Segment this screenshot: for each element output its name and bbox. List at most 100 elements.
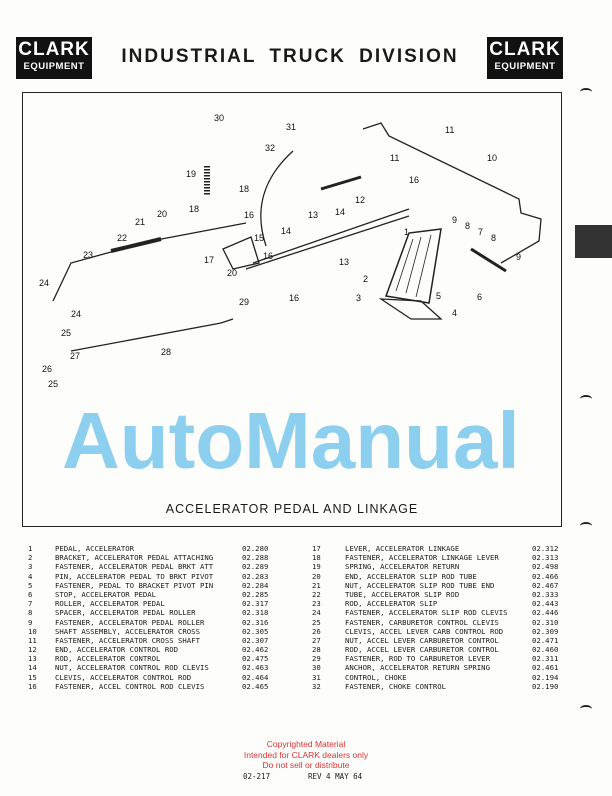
part-description: CONTROL, CHOKE (345, 672, 407, 682)
part-code: 02.465 (242, 681, 269, 691)
part-description: BRACKET, ACCELERATOR PEDAL ATTACHING (55, 553, 214, 563)
part-description: LEVER, ACCELERATOR LINKAGE (345, 544, 460, 553)
part-code: 02.311 (532, 654, 559, 664)
part-description: FASTENER, ACCELERATOR SLIP ROD CLEVIS (345, 608, 508, 618)
callout-label: 31 (286, 122, 296, 132)
part-description: NUT, ACCELERATOR SLIP ROD TUBE END (345, 580, 495, 590)
callout-label: 2 (363, 274, 368, 284)
callout-label: 13 (339, 257, 349, 267)
part-number: 7 (28, 599, 33, 609)
callout-label: 23 (83, 250, 93, 260)
callout-label: 29 (239, 297, 249, 307)
callout-label: 5 (436, 291, 441, 301)
part-description: STOP, ACCELERATOR PEDAL (55, 589, 157, 599)
callout-label: 16 (289, 293, 299, 303)
callout-label: 11 (390, 153, 399, 163)
part-number: 2 (28, 553, 33, 563)
callout-label: 10 (487, 153, 497, 163)
part-description: FASTENER, CHOKE CONTROL (345, 681, 447, 691)
part-description: END, ACCELERATOR CONTROL ROD (55, 645, 179, 655)
part-code: 02.443 (532, 599, 559, 609)
part-description: SPRING, ACCELERATOR RETURN (345, 562, 460, 572)
part-number: 23 (312, 599, 321, 609)
figure-caption: ACCELERATOR PEDAL AND LINKAGE (165, 502, 419, 516)
part-code: 02.285 (242, 589, 269, 599)
part-description: FASTENER, CARBURETOR CONTROL CLEVIS (345, 617, 499, 627)
part-number: 26 (312, 626, 321, 636)
part-description: END, ACCELERATOR SLIP ROD TUBE (345, 571, 477, 581)
callout-label: 18 (189, 204, 199, 214)
part-number: 27 (312, 635, 321, 645)
part-description: SPACER, ACCELERATOR PEDAL ROLLER (55, 608, 196, 618)
slip-tube (110, 237, 162, 253)
part-description: FASTENER, ACCEL CONTROL ROD CLEVIS (55, 681, 205, 691)
part-number: 1 (28, 544, 33, 553)
pedal-ribs (395, 234, 432, 298)
part-description: FASTENER, PEDAL TO BRACKET PIVOT PIN (55, 580, 214, 590)
control-rod-2 (245, 215, 410, 270)
part-number: 9 (28, 617, 33, 627)
part-description: CLEVIS, ACCELERATOR CONTROL ROD (55, 672, 192, 682)
logo-brand: CLARK (18, 39, 90, 60)
part-description: CLEVIS, ACCEL LEVER CARB CONTROL ROD (345, 626, 504, 636)
callout-label: 13 (308, 210, 318, 220)
part-code: 02.190 (532, 681, 559, 691)
edge-mark (580, 522, 592, 530)
watermark: AutoManual (62, 396, 520, 485)
part-code: 02.471 (532, 635, 559, 645)
callout-label: 14 (281, 226, 291, 236)
rod-end (320, 175, 362, 191)
part-code: 02.313 (532, 553, 559, 563)
callout-label: 9 (452, 215, 457, 225)
copyright-notice: Copyrighted Material Intended for CLARK … (0, 739, 612, 771)
callout-label: 6 (477, 292, 482, 302)
part-number: 10 (28, 626, 37, 636)
part-code: 02.462 (242, 645, 269, 655)
part-code: 02.467 (532, 580, 559, 590)
callout-label: 15 (254, 233, 264, 243)
callout-label: 27 (70, 351, 80, 361)
part-code: 02.464 (242, 672, 269, 682)
part-code: 02.310 (532, 617, 559, 627)
part-number: 11 (28, 635, 37, 645)
part-code: 02.317 (242, 599, 269, 609)
copyright-line: Copyrighted Material (266, 739, 346, 749)
revision-date: REV 4 MAY 64 (308, 772, 363, 781)
callout-label: 16 (263, 251, 273, 261)
control-rod (252, 208, 410, 264)
callout-label: 3 (356, 293, 361, 303)
part-description: FASTENER, ACCELERATOR PEDAL ROLLER (55, 617, 205, 627)
callout-label: 30 (214, 113, 224, 123)
part-description: FASTENER, ACCELERATOR CROSS SHAFT (55, 635, 200, 645)
part-description: NUT, ACCELERATOR CONTROL ROD CLEVIS (55, 663, 209, 673)
part-number: 30 (312, 663, 321, 673)
part-description: NUT, ACCEL LEVER CARBURETOR CONTROL (345, 635, 499, 645)
part-number: 31 (312, 672, 321, 682)
part-code: 02.498 (532, 562, 559, 572)
callout-label: 16 (244, 210, 254, 220)
logo-sub: EQUIPMENT (494, 61, 556, 72)
part-number: 17 (312, 544, 321, 553)
callout-label: 1 (404, 227, 409, 237)
